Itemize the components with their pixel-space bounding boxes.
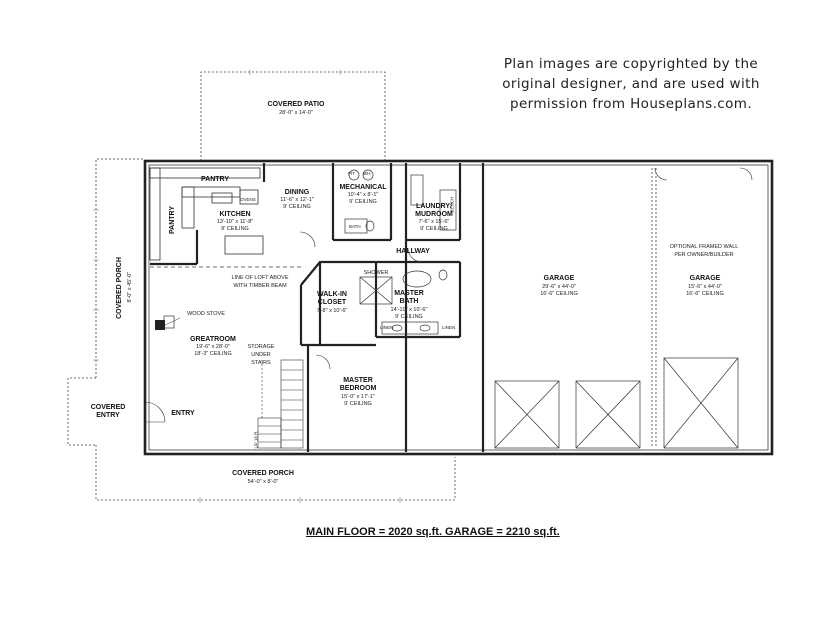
copyright-notice: Plan images are copyrighted by the origi… <box>486 54 776 114</box>
garage-2-ceiling: 16'-6" CEILING <box>686 291 724 297</box>
interior-walls <box>150 163 485 452</box>
dining-label: DINING <box>284 189 310 196</box>
master-bedroom-label-1: MASTER <box>343 377 373 384</box>
kitchen-label: KITCHEN <box>219 211 251 218</box>
master-bedroom-label-2: BEDROOM <box>339 385 377 392</box>
pantry-top-label: PANTRY <box>201 176 229 183</box>
hallway-label: HALLWAY <box>396 248 430 255</box>
covered-porch-side-size: 8'-0" x 45'-0" <box>126 271 133 303</box>
stairs <box>257 359 304 449</box>
exterior-walls-inner <box>148 164 769 451</box>
linen-label-2: LINEN <box>442 325 456 330</box>
copyright-line-1: Plan images are copyrighted by the <box>503 56 759 72</box>
mechanical-ceiling: 9' CEILING <box>349 199 377 205</box>
area-summary: MAIN FLOOR = 2020 sq.ft. GARAGE = 2210 s… <box>306 526 560 538</box>
master-bath-label-2: BATH <box>399 298 419 305</box>
garage-1-label: GARAGE <box>543 275 575 282</box>
garage-1-size: 29'-6" x 44'-0" <box>542 284 576 290</box>
wood-stove-icon <box>155 317 181 330</box>
copyright-line-3: permission from Houseplans.com. <box>509 96 753 112</box>
mechanical-label: MECHANICAL <box>339 184 387 191</box>
laundry-size: 7'-6" x 15'-6" <box>418 219 450 225</box>
covered-porch-bottom-label: COVERED PORCH <box>232 470 294 477</box>
entry-label: ENTRY <box>171 410 195 417</box>
laundry-label-1: LAUNDRY/ <box>416 203 452 210</box>
framed-wall-note-1: OPTIONAL FRAMED WALL <box>669 244 739 250</box>
kitchen-size: 13'-10" x 11'-8" <box>216 219 254 225</box>
storage-line-2: UNDER <box>251 352 271 358</box>
greatroom-size: 19'-6" x 28'-0" <box>196 344 230 350</box>
covered-porch-side-label: COVERED PORCH <box>116 257 123 319</box>
pit-label: PIT <box>348 171 356 176</box>
garage-2-size: 15'-6" x 44'-0" <box>688 284 722 290</box>
greatroom-ceiling: 18'-3" CEILING <box>194 351 232 357</box>
covered-porch-bottom-size: 54'-0" x 8'-0" <box>247 479 279 485</box>
ovens-label: OVENS <box>240 197 256 202</box>
loft-note-2: WITH TIMBER BEAM <box>233 283 287 289</box>
pantry-side-label: PANTRY <box>169 206 176 234</box>
copyright-line-2: original designer, and are used with <box>502 76 760 92</box>
kitchen-ceiling: 9' CEILING <box>221 226 249 232</box>
bench-label: BENCH <box>449 196 455 213</box>
wood-stove-label: WOOD STOVE <box>187 311 225 317</box>
storage-line-3: STAIRS <box>251 360 271 366</box>
covered-entry-line-2: ENTRY <box>96 412 120 419</box>
kitchen-cabinets <box>149 167 264 261</box>
framed-wall-note-2: PER OWNER/BUILDER <box>674 252 734 258</box>
master-bath-size: 14'-10" x 10'-6" <box>390 307 428 313</box>
up-stairs-label: UP 16 R. <box>253 430 259 449</box>
laundry-ceiling: 9' CEILING <box>420 226 448 232</box>
walkin-label-2: CLOSET <box>317 299 347 306</box>
dining-ceiling: 9' CEILING <box>283 204 311 210</box>
greatroom-label: GREATROOM <box>190 336 236 343</box>
dining-size: 11'-6" x 12'-1" <box>280 197 314 203</box>
loft-note-1: LINE OF LOFT ABOVE <box>231 275 289 281</box>
covered-patio-label: COVERED PATIO <box>267 101 325 108</box>
dashed-outlines <box>67 71 657 501</box>
garage-1-ceiling: 16'-6" CEILING <box>540 291 578 297</box>
doors <box>144 167 753 423</box>
garage-doors <box>494 357 739 449</box>
master-bath-label-1: MASTER <box>394 290 424 297</box>
fixtures <box>163 169 457 335</box>
master-bath-ceiling: 9' CEILING <box>395 314 423 320</box>
master-bedroom-size: 15'-0" x 17'-1" <box>341 394 375 400</box>
walkin-size: 7'-8" x 10'-6" <box>316 308 348 314</box>
windows <box>144 160 725 455</box>
linen-label-1: LINEN <box>380 325 394 330</box>
porch-ticks <box>93 70 401 503</box>
laundry-label-2: MUDROOM <box>415 211 453 218</box>
storage-line-1: STORAGE <box>247 344 275 350</box>
garage-2-label: GARAGE <box>689 275 721 282</box>
walkin-label-1: WALK-IN <box>317 291 347 298</box>
covered-entry-line-1: COVERED <box>90 404 126 411</box>
covered-patio-size: 28'-0" x 14'-0" <box>279 110 313 116</box>
mechanical-size: 10'-4" x 8'-1" <box>347 192 379 198</box>
bath-label: BATH <box>349 224 361 229</box>
wh-label: WH <box>363 171 371 176</box>
master-bedroom-ceiling: 9' CEILING <box>344 401 372 407</box>
shower-label: SHOWER <box>363 270 389 276</box>
